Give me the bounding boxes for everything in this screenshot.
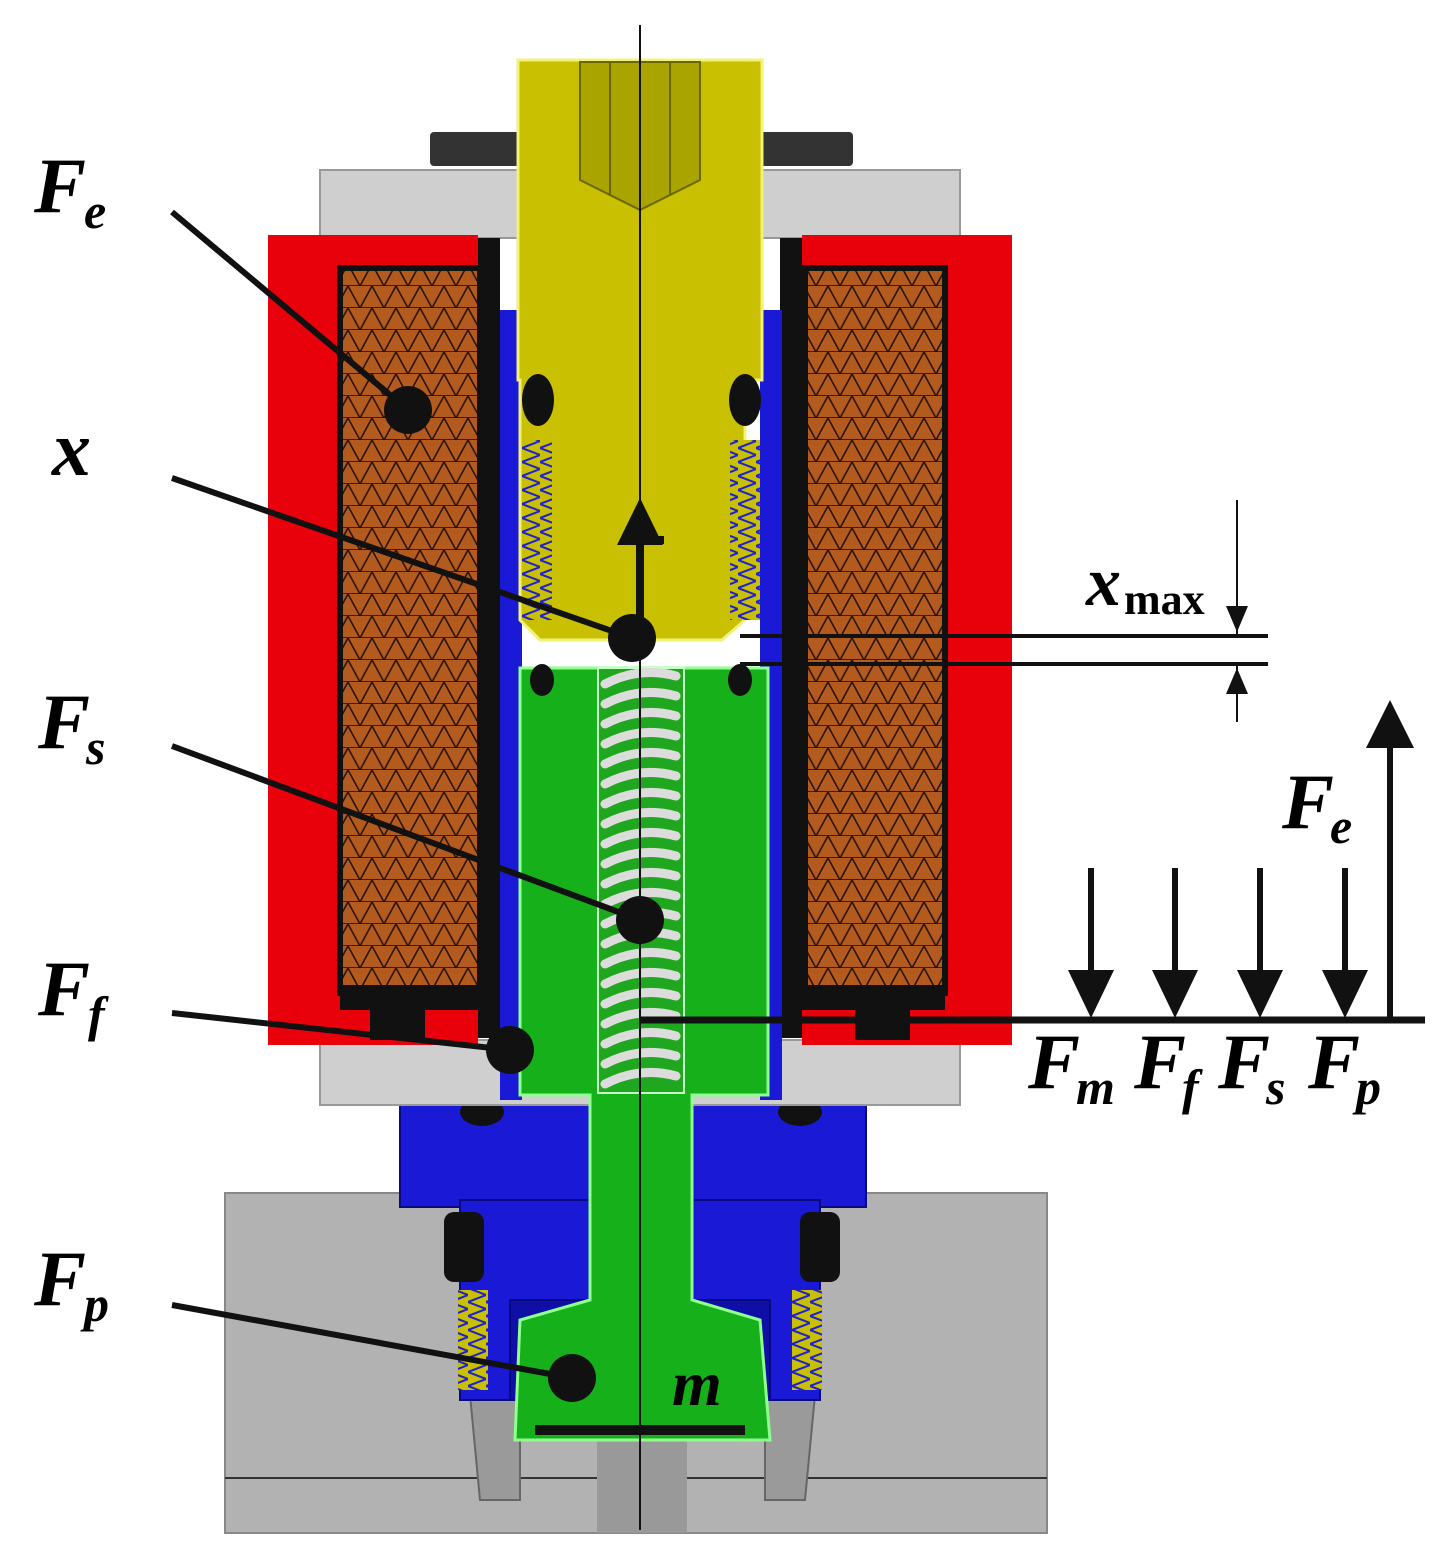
arrow-ff — [1152, 868, 1198, 1018]
leader-lines — [170, 209, 664, 1402]
label-mass: m — [672, 1348, 722, 1419]
svg-text:f: f — [1182, 1059, 1203, 1115]
svg-text:e: e — [84, 183, 106, 239]
svg-text:f: f — [88, 986, 109, 1042]
svg-text:F: F — [1027, 1018, 1080, 1105]
svg-text:F: F — [33, 142, 86, 229]
svg-text:p: p — [80, 1276, 109, 1332]
label-xmax: x max — [1085, 544, 1205, 624]
svg-text:x: x — [1085, 544, 1121, 621]
label-fp-bottom: F p — [1307, 1018, 1381, 1115]
arrow-fs — [1237, 868, 1283, 1018]
svg-text:m: m — [672, 1348, 722, 1419]
arrow-fe — [1366, 700, 1414, 1020]
arrow-fp — [1322, 868, 1368, 1018]
svg-text:F: F — [37, 945, 90, 1032]
label-fp-left: F p — [33, 1235, 109, 1332]
svg-text:F: F — [1217, 1018, 1270, 1105]
label-fe-left: F e — [33, 142, 106, 239]
svg-text:s: s — [85, 719, 105, 775]
label-ff-left: F f — [37, 945, 109, 1042]
label-x-left: x — [51, 405, 91, 492]
svg-text:F: F — [1133, 1018, 1186, 1105]
svg-text:e: e — [1330, 798, 1352, 854]
arrow-fm — [1068, 868, 1114, 1018]
svg-text:F: F — [37, 678, 90, 765]
label-fm-bottom: F m — [1027, 1018, 1115, 1115]
svg-text:x: x — [51, 405, 91, 492]
svg-text:m: m — [1076, 1059, 1115, 1115]
svg-text:F: F — [1307, 1018, 1360, 1105]
label-fe-right: F e — [1281, 758, 1352, 854]
xmax-dimension — [740, 500, 1268, 722]
svg-text:p: p — [1352, 1059, 1381, 1115]
svg-text:max: max — [1124, 575, 1205, 624]
label-ff-bottom: F f — [1133, 1018, 1203, 1115]
svg-text:s: s — [1265, 1059, 1285, 1115]
force-diagram — [640, 700, 1425, 1024]
label-fs-left: F s — [37, 678, 105, 775]
label-fs-bottom: F s — [1217, 1018, 1285, 1115]
coil-winding — [337, 265, 948, 1040]
svg-text:F: F — [1281, 758, 1334, 845]
svg-text:F: F — [33, 1235, 86, 1322]
